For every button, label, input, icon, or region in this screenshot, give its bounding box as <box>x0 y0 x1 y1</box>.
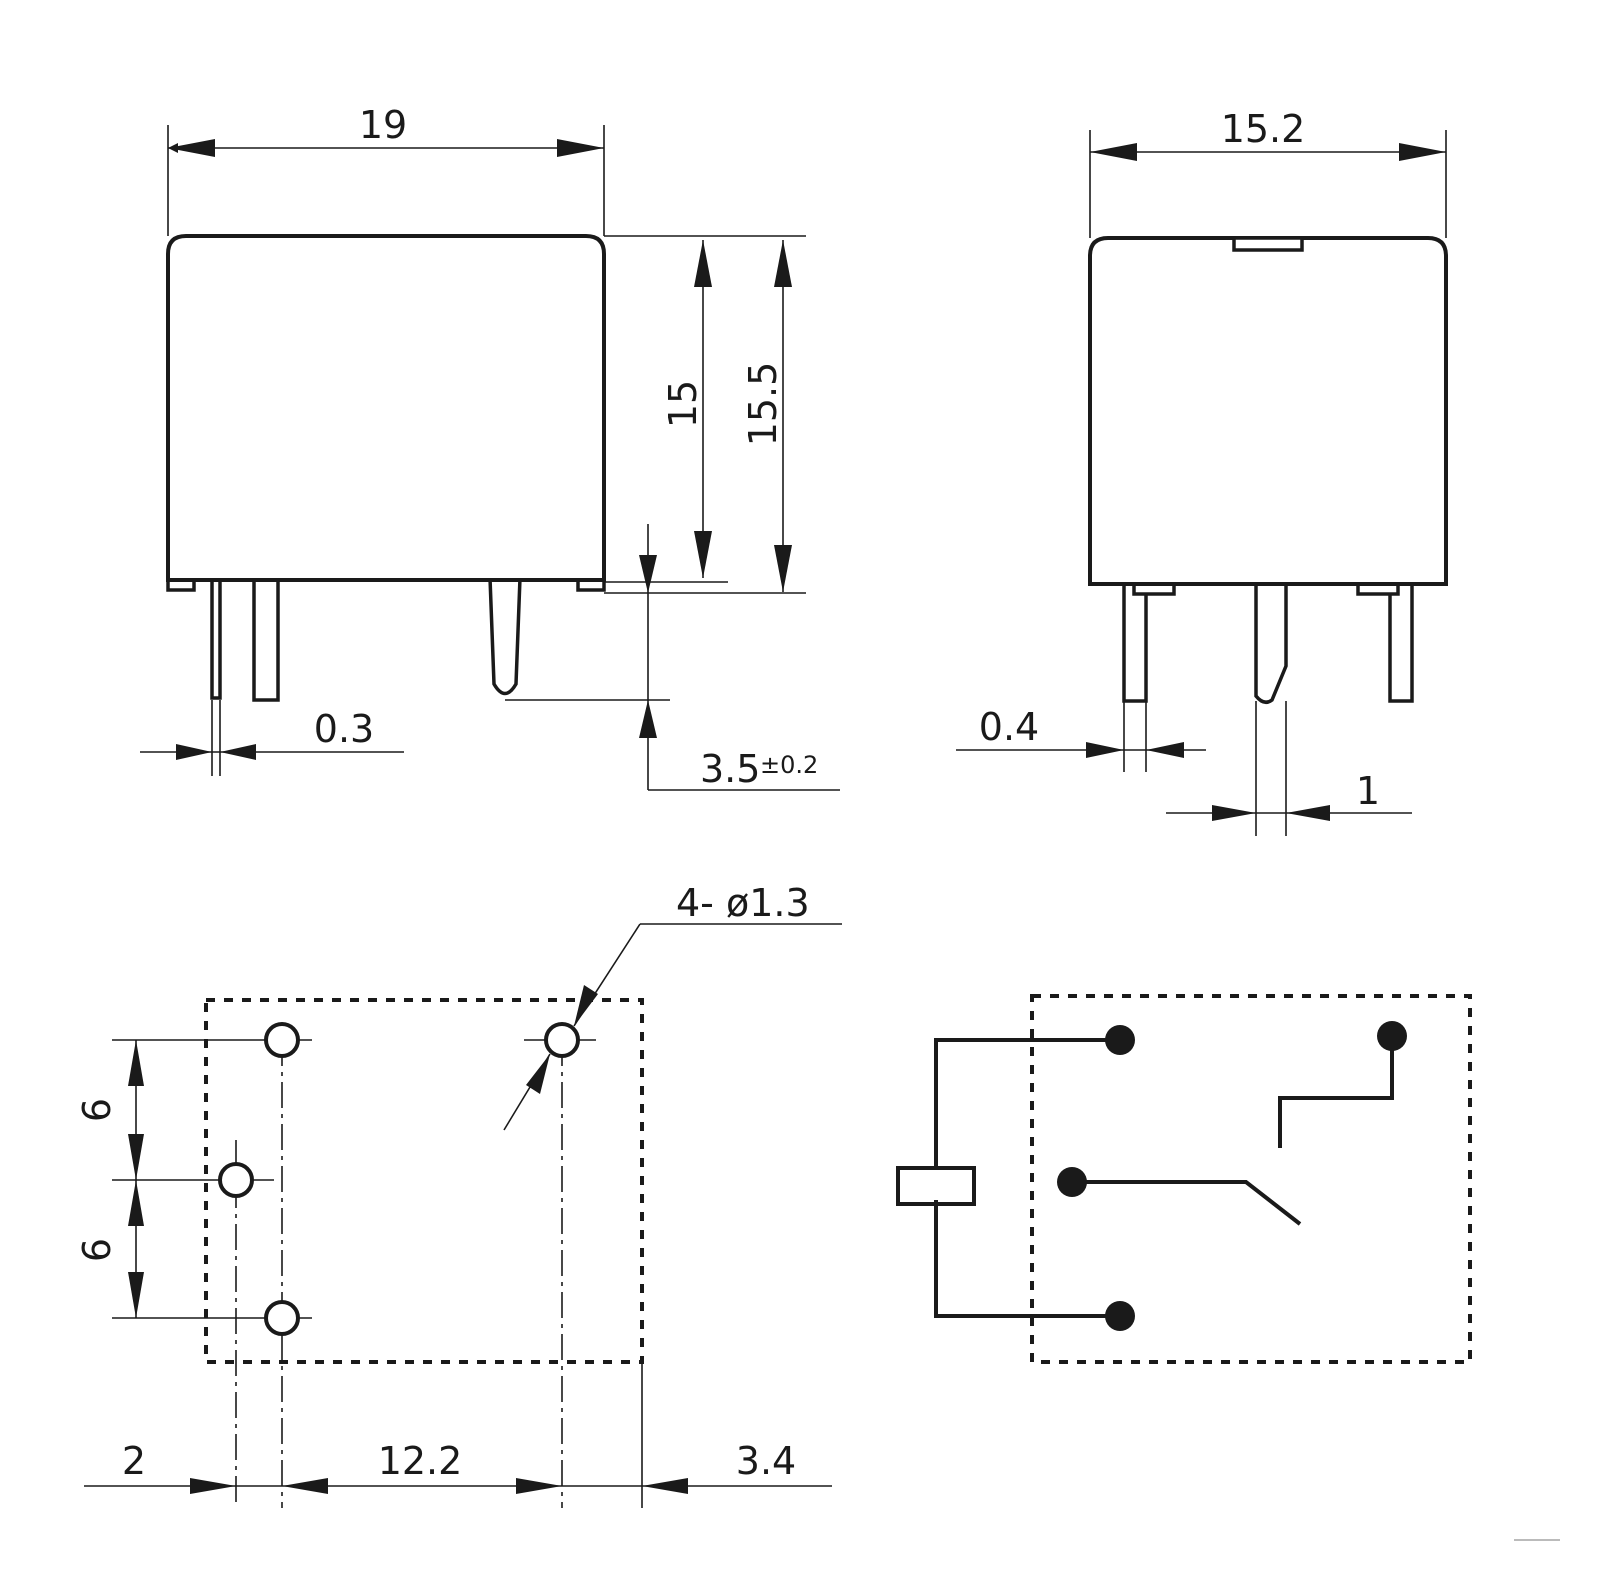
front-pin-3 <box>488 576 522 696</box>
pin-length-label: 3.5 <box>700 747 760 791</box>
schematic-outline <box>1030 994 1472 1364</box>
side-pin-thickness-label: 0.4 <box>979 705 1039 749</box>
pitch-label: 12.2 <box>378 1439 463 1483</box>
front-pin-thickness-label: 0.3 <box>314 707 374 751</box>
side-relay-body <box>1088 236 1448 586</box>
front-pin-1 <box>210 576 222 700</box>
footprint-outline <box>204 998 644 1364</box>
offset-left-label: 2 <box>122 1439 146 1483</box>
side-top-tab <box>1232 236 1304 252</box>
footprint-hole-top-right <box>544 1022 580 1058</box>
pin-length-tolerance: ±0.2 <box>760 751 818 779</box>
front-relay-body <box>166 234 606 582</box>
pcb-footprint: 4- ø1.3 6 6 2 12.2 3.4 <box>75 881 842 1508</box>
footprint-hole-middle-left <box>218 1162 254 1198</box>
hole-callout-label: 4- ø1.3 <box>676 881 810 925</box>
front-body-height-label: 15 <box>661 380 705 428</box>
side-pin-left <box>1122 582 1148 703</box>
side-pin-width-label: 1 <box>1356 769 1380 813</box>
side-pin-center <box>1254 582 1288 704</box>
side-view: 15.2 0.4 1 <box>956 107 1448 836</box>
front-view: 19 15 15.5 3.5 ±0.2 0.3 <box>140 103 840 791</box>
footprint-hole-bottom-left <box>264 1300 300 1336</box>
vertical-spacing-bottom-label: 6 <box>75 1238 119 1262</box>
offset-right-label: 3.4 <box>736 1439 796 1483</box>
side-width-label: 15.2 <box>1221 107 1306 151</box>
footprint-hole-top-left <box>264 1022 300 1058</box>
side-pin-right <box>1388 582 1414 703</box>
vertical-spacing-top-label: 6 <box>75 1098 119 1122</box>
coil-symbol <box>896 1166 976 1206</box>
coil-terminal-bottom <box>1105 1301 1135 1331</box>
front-pin-2 <box>252 576 280 702</box>
front-width-label: 19 <box>359 103 407 147</box>
front-total-height-label: 15.5 <box>741 362 785 447</box>
coil-terminal-top <box>1105 1025 1135 1055</box>
relay-schematic <box>896 994 1472 1364</box>
